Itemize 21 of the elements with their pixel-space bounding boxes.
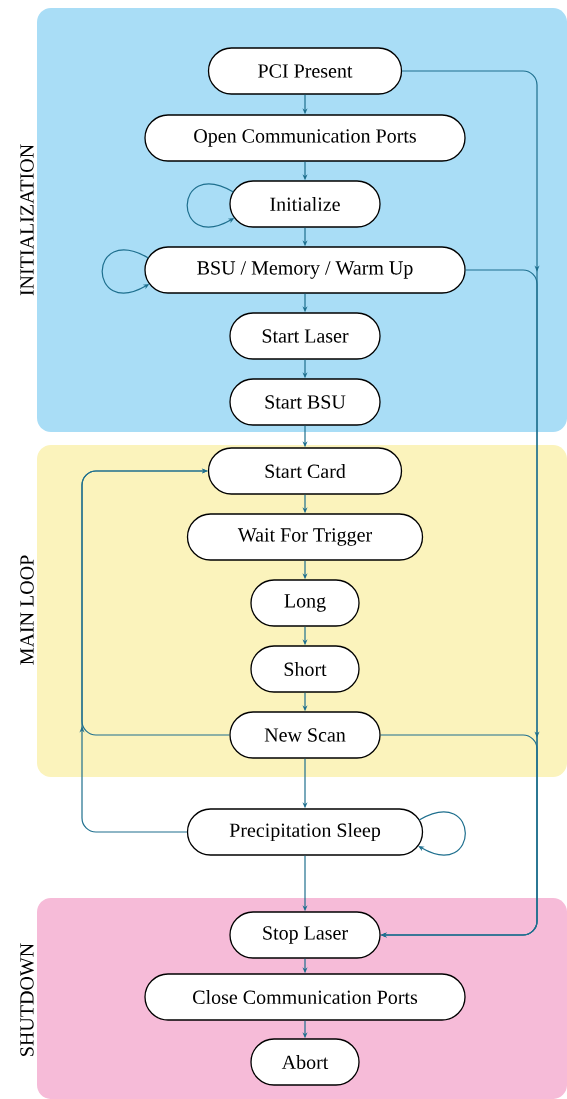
state-box: Close Communication Ports (144, 973, 466, 1021)
state-box: Stop Laser (229, 911, 381, 959)
state-box: PCI Present (207, 47, 403, 95)
arrow (380, 734, 538, 938)
band-heading: MAIN LOOP (20, 555, 34, 665)
state-box: BSU / Memory / Warm Up (144, 246, 466, 294)
state-box: Open Communication Ports (144, 114, 466, 162)
state-box: Start Laser (229, 312, 381, 360)
state-box: Precipitation Sleep (186, 808, 424, 856)
state-box: Start BSU (229, 378, 381, 426)
state-box: Short (250, 645, 360, 693)
band-heading: INITIALIZATION (20, 144, 34, 296)
state-box: Start Card (207, 447, 403, 495)
state-box: Long (250, 579, 360, 627)
band-heading: SHUTDOWN (20, 943, 34, 1056)
state-box: Initialize (229, 180, 381, 228)
arrow (79, 468, 208, 833)
state-box: Abort (250, 1038, 360, 1086)
state-box: Wait For Trigger (186, 513, 424, 561)
arrow (418, 811, 466, 856)
state-box: New Scan (229, 711, 381, 759)
